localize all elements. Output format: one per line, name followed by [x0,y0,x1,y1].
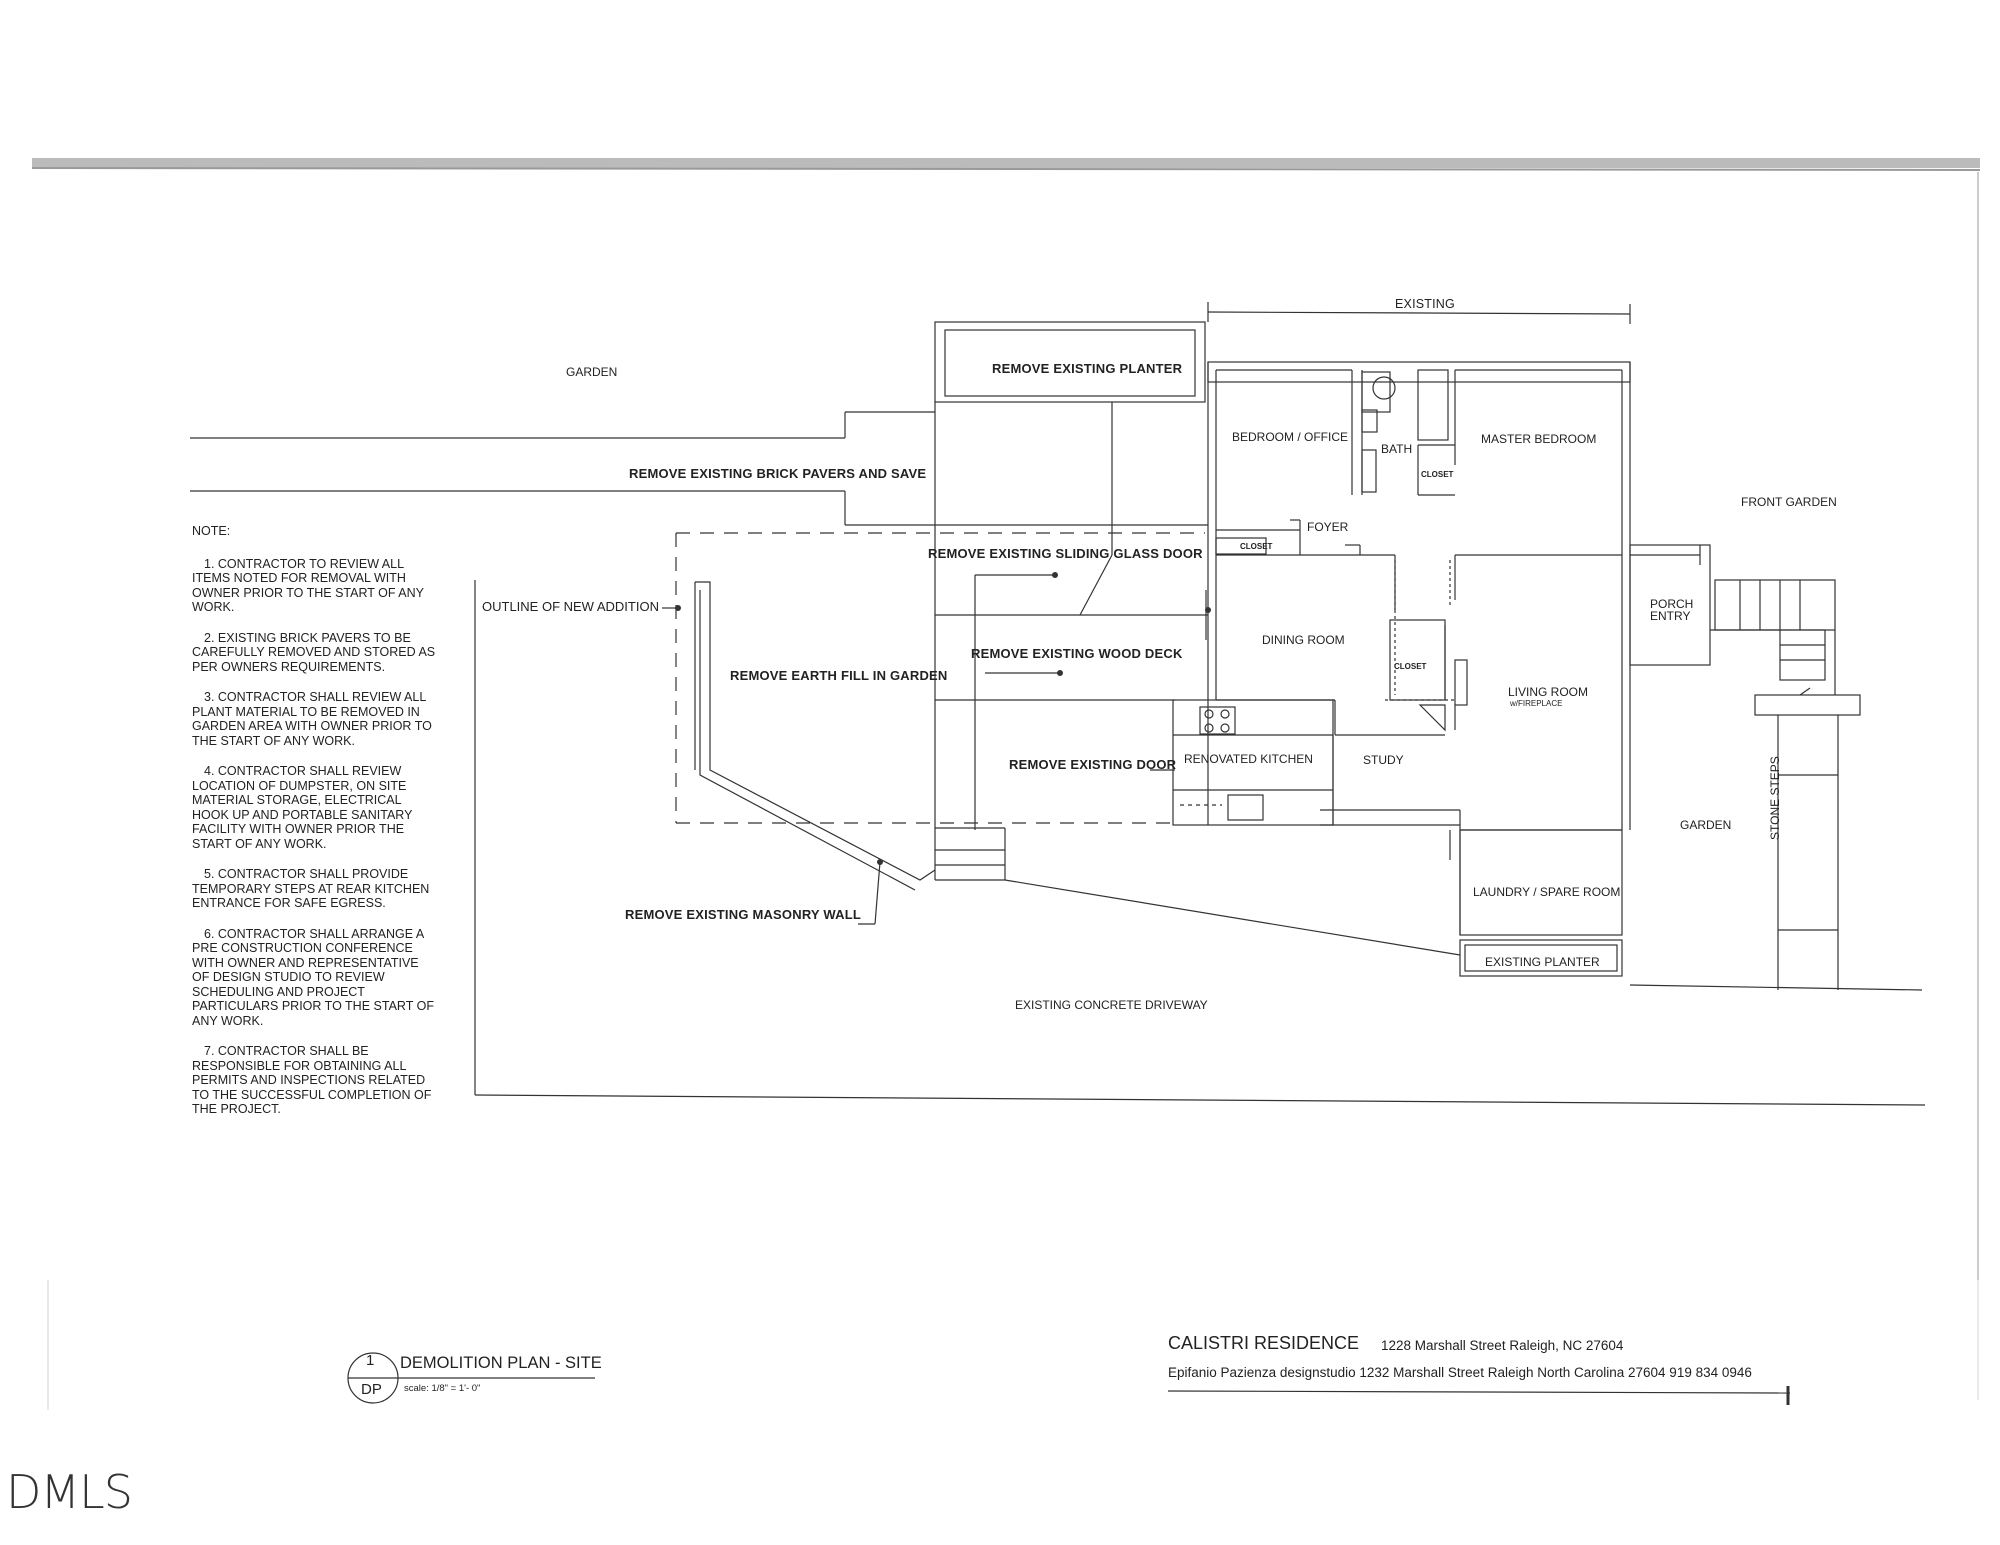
remove-planter-label: REMOVE EXISTING PLANTER [992,361,1183,376]
note-item: 3. CONTRACTOR SHALL REVIEW ALL PLANT MAT… [192,690,432,748]
bath-label: BATH [1381,442,1413,456]
garden-top-label: GARDEN [566,365,618,379]
dining-room-label: DINING ROOM [1262,633,1345,647]
living-room-label: LIVING ROOM [1508,685,1589,699]
existing-planter-label: EXISTING PLANTER [1485,955,1600,969]
sheet-id: DP [361,1381,382,1398]
foyer-closet-label: CLOSET [1240,542,1273,551]
porch-entry-label: PORCH ENTRY [1650,597,1694,623]
foyer-label: FOYER [1307,520,1349,534]
project-address: 1228 Marshall Street Raleigh, NC 27604 [1381,1338,1624,1353]
drawing-scale: scale: 1/8" = 1'- 0" [404,1383,481,1394]
note-item: 6. CONTRACTOR SHALL ARRANGE A PRE CONSTR… [192,926,434,1028]
drawing-title: DEMOLITION PLAN - SITE [400,1354,602,1372]
general-notes: NOTE: 1. CONTRACTOR TO REVIEW ALL ITEMS … [192,524,437,1133]
note-item: 5. CONTRACTOR SHALL PROVIDE TEMPORARY ST… [192,867,430,910]
fireplace-label: w/FIREPLACE [1510,699,1563,708]
driveway-label: EXISTING CONCRETE DRIVEWAY [1015,998,1208,1012]
bath-closet-label: CLOSET [1421,470,1454,479]
remove-masonry-wall-label: REMOVE EXISTING MASONRY WALL [625,907,862,922]
study-label: STUDY [1363,753,1404,767]
remove-door-label: REMOVE EXISTING DOOR [1009,757,1177,772]
bedroom-office-label: BEDROOM / OFFICE [1232,430,1349,444]
note-item: 4. CONTRACTOR SHALL REVIEW LOCATION OF D… [192,764,413,851]
mls-watermark: DMLS [6,1465,133,1519]
drawing-number: 1 [366,1352,375,1369]
front-garden-label: FRONT GARDEN [1741,495,1837,509]
remove-pavers-label: REMOVE EXISTING BRICK PAVERS AND SAVE [629,466,927,481]
master-bedroom-label: MASTER BEDROOM [1481,432,1597,446]
remove-wood-deck-label: REMOVE EXISTING WOOD DECK [971,646,1183,661]
designer-info: Epifanio Pazienza designstudio 1232 Mars… [1168,1365,1752,1380]
laundry-spare-room-label: LAUNDRY / SPARE ROOM [1473,885,1621,899]
remove-earth-fill-label: REMOVE EARTH FILL IN GARDEN [730,668,948,683]
notes-heading: NOTE: [192,524,231,538]
renovated-kitchen-label: RENOVATED KITCHEN [1184,752,1313,766]
garden-right-label: GARDEN [1680,818,1732,832]
drawing-tag-graphic [347,1352,1791,1405]
dining-closet-label: CLOSET [1394,662,1427,671]
note-item: 1. CONTRACTOR TO REVIEW ALL ITEMS NOTED … [192,556,424,615]
existing-dimension-label: EXISTING [1395,297,1455,311]
note-item: 7. CONTRACTOR SHALL BE RESPONSIBLE FOR O… [192,1044,432,1116]
stone-steps-label: STONE STEPS [1768,756,1782,840]
remove-sliding-door-label: REMOVE EXISTING SLIDING GLASS DOOR [928,546,1203,561]
project-name: CALISTRI RESIDENCE [1168,1333,1360,1353]
outline-new-addition-label: OUTLINE OF NEW ADDITION [482,599,659,614]
note-item: 2. EXISTING BRICK PAVERS TO BE CAREFULLY… [192,630,436,674]
